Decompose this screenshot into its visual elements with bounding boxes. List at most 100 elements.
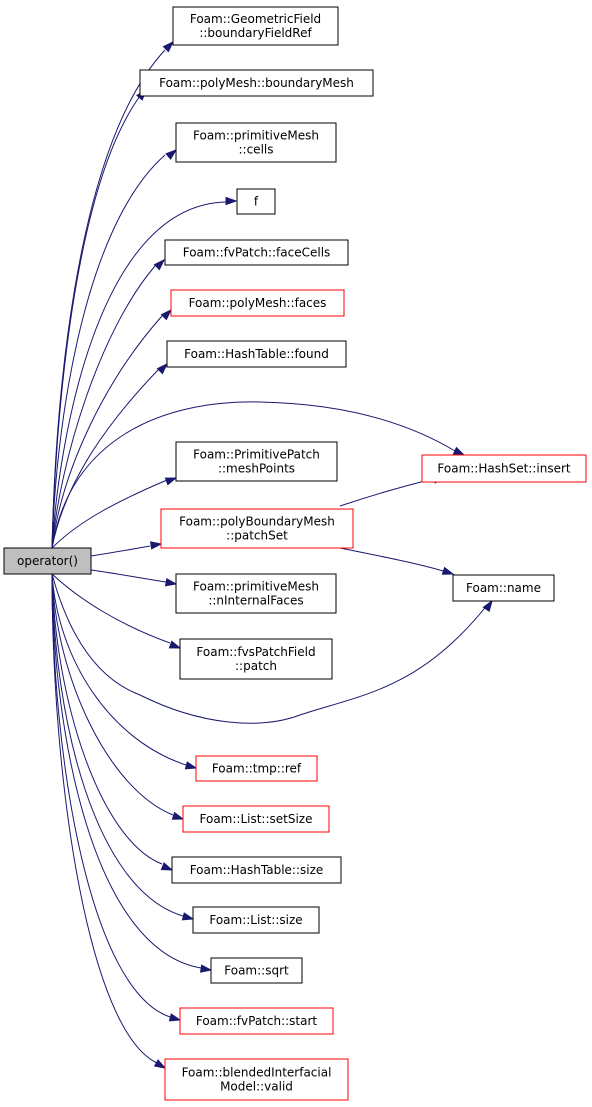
edge-9 — [90, 545, 151, 557]
node-label: Foam::tmp::ref — [212, 762, 302, 776]
edge-arrowhead-2 — [165, 149, 178, 160]
node-label: Foam::primitiveMesh — [193, 129, 319, 143]
edge-arrowhead-21 — [153, 1059, 167, 1069]
node-patch-set[interactable]: Foam::polyBoundaryMesh::patchSet — [160, 508, 354, 549]
node-label: Foam::HashTable::found — [184, 347, 329, 361]
edge-arrowhead-20 — [168, 1013, 182, 1022]
node-box — [182, 805, 330, 833]
node-start[interactable]: Foam::fvPatch::start — [179, 1007, 334, 1035]
node-box — [175, 122, 337, 163]
node-box — [139, 69, 374, 97]
node-label: Foam::fvsPatchField — [196, 645, 315, 659]
node-label: Foam::List::size — [209, 913, 302, 927]
node-f[interactable]: f — [236, 188, 276, 215]
node-name[interactable]: Foam::name — [452, 574, 555, 602]
node-list-size[interactable]: Foam::List::size — [192, 906, 320, 934]
node-sqrt[interactable]: Foam::sqrt — [210, 957, 303, 984]
edge-4 — [51, 265, 156, 549]
node-box — [170, 289, 345, 317]
edge-3 — [51, 201, 227, 549]
node-label: ::patch — [235, 659, 277, 673]
node-box — [164, 1058, 349, 1101]
node-insert[interactable]: Foam::HashSet::insert — [421, 454, 587, 483]
node-box — [175, 441, 338, 482]
node-label: Foam::sqrt — [224, 964, 289, 978]
node-label: ::patchSet — [226, 529, 288, 543]
node-label: Foam::polyBoundaryMesh — [179, 515, 335, 529]
edge-12 — [90, 569, 167, 583]
node-found[interactable]: Foam::HashTable::found — [166, 340, 347, 368]
node-label: Foam::fvPatch::start — [196, 1014, 318, 1028]
node-boundary-mesh[interactable]: Foam::polyMesh::boundaryMesh — [139, 69, 374, 97]
node-label: Foam::List::setSize — [200, 812, 313, 826]
node-box — [164, 239, 349, 266]
node-box — [236, 188, 276, 215]
node-label: Foam::blendedInterfacial — [182, 1066, 332, 1080]
node-hash-size[interactable]: Foam::HashTable::size — [171, 856, 342, 884]
node-label: Foam::fvPatch::faceCells — [183, 246, 331, 260]
node-label: Foam::polyMesh::boundaryMesh — [159, 76, 354, 90]
node-label: Foam::polyMesh::faces — [189, 296, 327, 310]
node-faces[interactable]: Foam::polyMesh::faces — [170, 289, 345, 317]
node-box — [195, 755, 318, 782]
node-label: Foam::PrimitivePatch — [193, 448, 320, 462]
edge-arrowhead-12 — [164, 578, 178, 587]
node-mesh-points[interactable]: Foam::PrimitivePatch::meshPoints — [175, 441, 338, 482]
node-box — [3, 547, 92, 575]
edge-13 — [51, 573, 171, 644]
edge-21 — [51, 573, 158, 1064]
edge-arrowhead-14 — [482, 599, 493, 613]
edge-6 — [51, 369, 159, 549]
edge-16 — [51, 573, 174, 816]
node-ref[interactable]: Foam::tmp::ref — [195, 755, 318, 782]
edge-arrowhead-16 — [171, 811, 185, 820]
edge-5 — [51, 315, 163, 549]
node-box — [175, 573, 337, 614]
node-box — [192, 906, 320, 934]
node-set-size[interactable]: Foam::List::setSize — [182, 805, 330, 833]
edge-11 — [339, 547, 444, 572]
edge-arrowhead-4 — [153, 258, 166, 271]
edge-19 — [51, 573, 202, 969]
edge-8 — [51, 479, 168, 549]
edge-arrowhead-17 — [160, 862, 174, 871]
node-face-cells[interactable]: Foam::fvPatch::faceCells — [164, 239, 349, 266]
edge-arrowhead-9 — [150, 541, 163, 550]
node-label: ::boundaryFieldRef — [199, 26, 312, 40]
node-label: Foam::HashSet::insert — [437, 462, 570, 476]
node-box — [452, 574, 555, 602]
node-box — [171, 856, 342, 884]
node-box — [160, 508, 354, 549]
edge-18 — [51, 573, 184, 917]
edge-2 — [51, 154, 166, 549]
node-label: Foam::primitiveMesh — [193, 580, 319, 594]
node-label: ::meshPoints — [218, 462, 295, 476]
edge-arrowhead-15 — [184, 761, 198, 770]
node-n-internal-faces[interactable]: Foam::primitiveMesh::nInternalFaces — [175, 573, 337, 614]
node-boundary-field-ref[interactable]: Foam::GeometricField::boundaryFieldRef — [172, 6, 339, 46]
edge-arrowhead-13 — [168, 640, 182, 649]
node-label: ::cells — [239, 143, 274, 157]
edge-arrowhead-8 — [164, 477, 178, 486]
edge-arrowhead-3 — [225, 196, 238, 206]
node-cells[interactable]: Foam::primitiveMesh::cells — [175, 122, 337, 163]
edge-arrowhead-11 — [441, 566, 455, 575]
edge-arrowhead-0 — [162, 40, 175, 53]
edge-17 — [51, 573, 163, 865]
edge-arrowhead-18 — [181, 912, 195, 921]
node-root[interactable]: operator() — [3, 547, 92, 575]
edge-14 — [51, 573, 489, 724]
node-label: f — [254, 195, 259, 209]
node-patch[interactable]: Foam::fvsPatchField::patch — [179, 638, 333, 680]
edge-7 — [51, 401, 456, 549]
edge-arrowhead-19 — [200, 964, 213, 973]
node-label: Foam::name — [466, 581, 541, 595]
edge-15 — [51, 573, 187, 766]
node-label: operator() — [17, 554, 78, 568]
edge-20 — [51, 573, 171, 1018]
edge-arrowhead-6 — [156, 362, 169, 375]
node-label: ::nInternalFaces — [208, 594, 303, 608]
node-label: Foam::GeometricField — [190, 12, 321, 26]
